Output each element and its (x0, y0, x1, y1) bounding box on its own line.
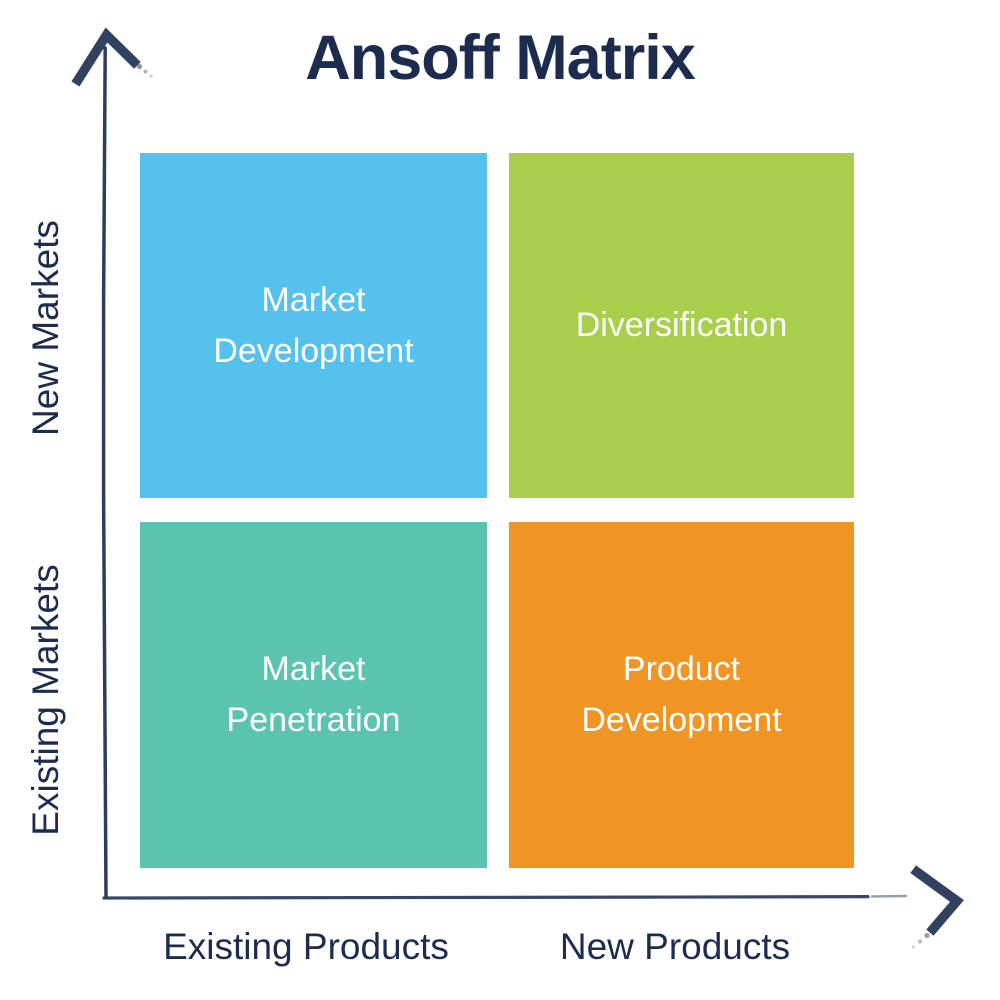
x-axis-label-existing-products: Existing Products (163, 926, 449, 967)
quadrant-label: Market Penetration (226, 650, 401, 739)
x-axis-arrowhead-icon (910, 865, 964, 949)
quadrant-product-development: Product Development (509, 522, 854, 868)
x-axis-line-fade (870, 894, 908, 898)
quadrant-label: Product Development (581, 650, 782, 739)
y-axis-line (101, 46, 108, 899)
quadrant-market-development: Market Development (140, 153, 487, 498)
quadrant-label: Market Development (213, 280, 414, 370)
quadrant-label: Diversification (575, 306, 788, 344)
quadrant-market-penetration: Market Penetration (140, 522, 487, 868)
x-axis-label-new-products: New Products (559, 926, 791, 967)
quadrant-diversification: Diversification (509, 153, 854, 498)
y-axis-arrowhead-icon (71, 27, 153, 87)
x-axis-line (102, 895, 870, 900)
y-axis-label-existing-markets: Existing Markets (25, 564, 66, 836)
y-axis-label-new-markets: New Markets (25, 220, 66, 436)
page-title: Ansoff Matrix (305, 23, 696, 93)
